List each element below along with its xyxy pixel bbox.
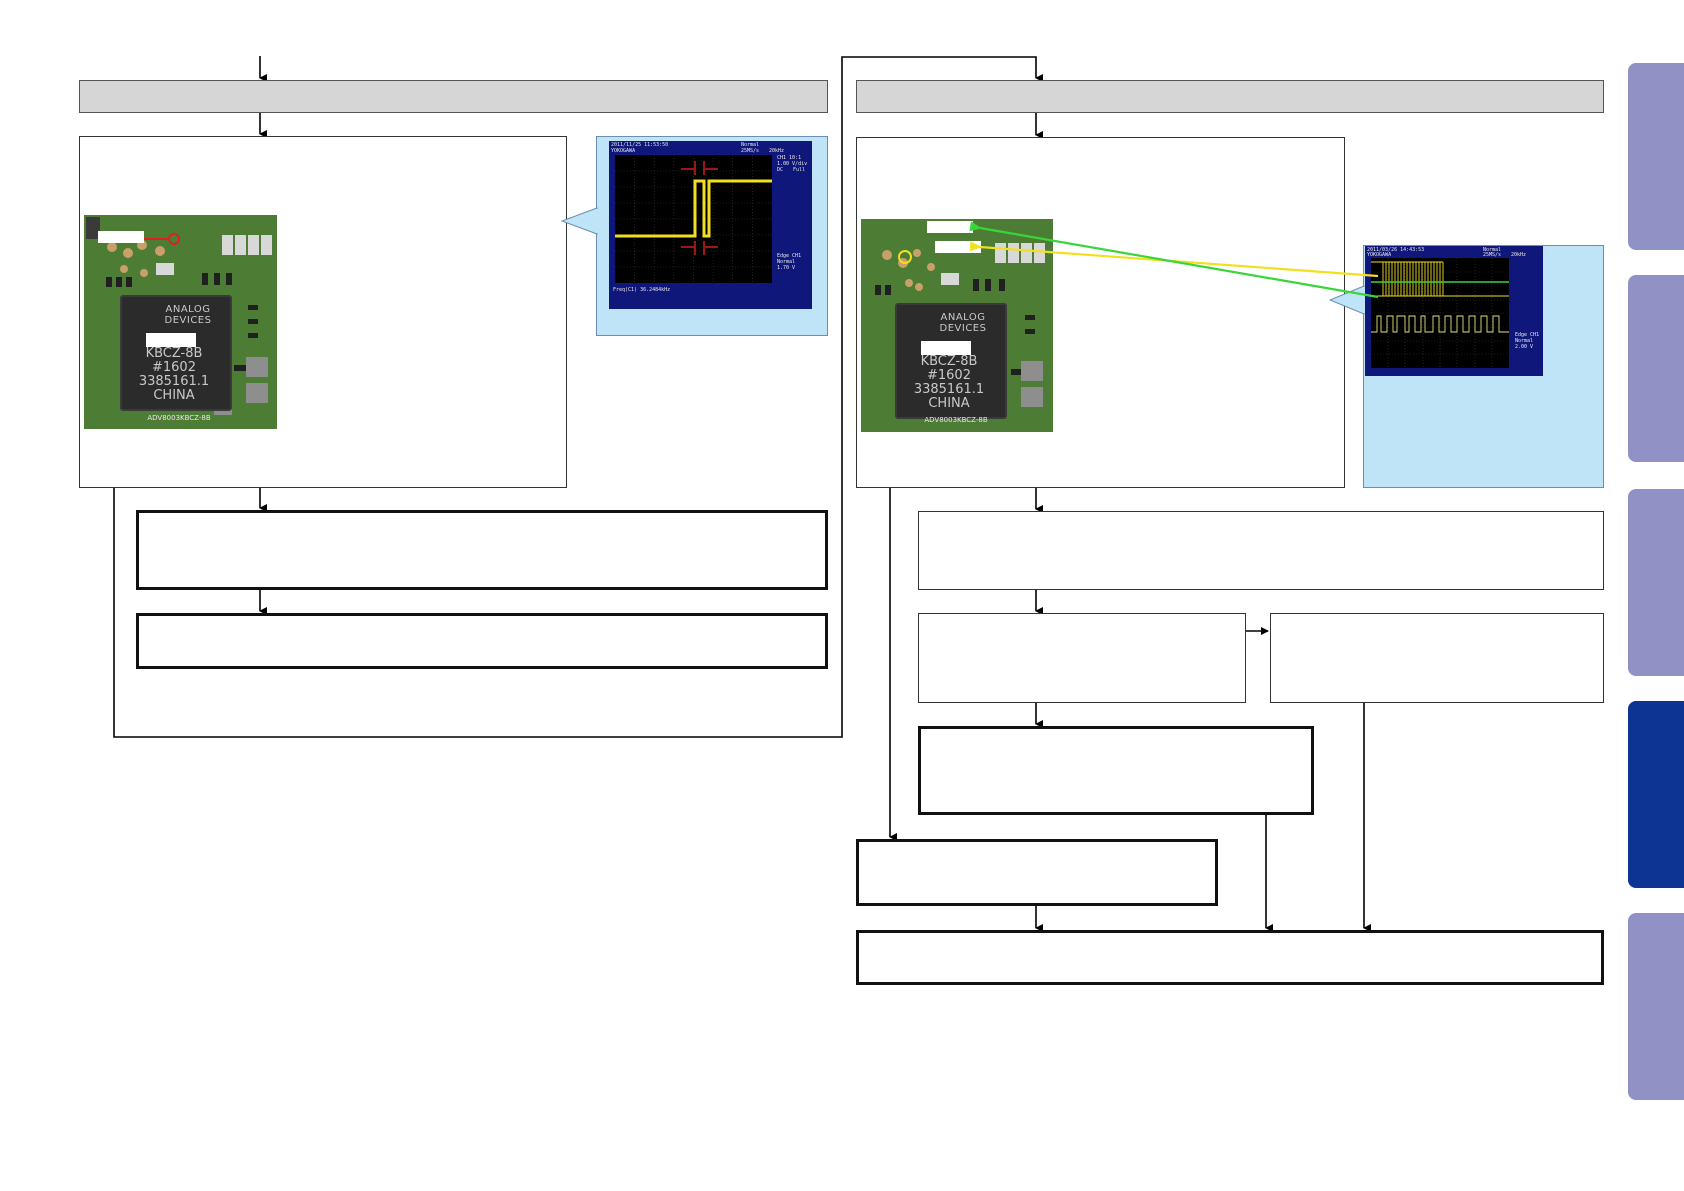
side-tab-5[interactable] xyxy=(1628,913,1684,1100)
side-tab-4-active[interactable] xyxy=(1628,701,1684,888)
right-scope-rate: 25MS/s xyxy=(1483,252,1502,258)
right-scope-screen: 2011/03/26 14:43:53 YOKOGAWA Normal 25MS… xyxy=(1365,246,1543,376)
side-tab-1[interactable] xyxy=(1628,63,1684,250)
right-scope-grid-and-traces xyxy=(1371,258,1509,368)
left-pcb-components xyxy=(86,217,272,415)
right-step-box xyxy=(918,511,1604,590)
right-scope-brand: YOKOGAWA xyxy=(1367,252,1392,258)
right-pcb-photo: ANALOG DEVICES KBCZ-8B #1602 3385161.1 C… xyxy=(861,219,1053,432)
right-scope-datetime: 2011/03/26 14:43:53 xyxy=(1367,247,1425,253)
right-scope-res: 20kHz xyxy=(1511,252,1527,258)
right-scope-trigger: Edge CH1 xyxy=(1515,332,1540,338)
right-dsp-chip: ANALOG DEVICES KBCZ-8B #1602 3385161.1 C… xyxy=(895,303,1007,419)
right-chip-line2: #1602 xyxy=(927,368,971,383)
right-bold-box xyxy=(918,726,1314,815)
left-scope-res: 20kHz xyxy=(769,148,785,154)
left-scope-triglevel: 1.70 V xyxy=(777,265,796,271)
left-pcb-marking: ADV8003KBCZ-8B xyxy=(147,414,211,422)
left-scope-brand: YOKOGAWA xyxy=(611,148,636,154)
left-chip-label-cover xyxy=(146,333,196,347)
left-pcb-photo: ANALOG DEVICES KBCZ-8B #1602 3385161.1 C… xyxy=(84,215,277,429)
left-dsp-chip: ANALOG DEVICES KBCZ-8B #1602 3385161.1 C… xyxy=(120,295,232,411)
left-scope-vdiv: 1.00 V/div xyxy=(777,161,808,167)
left-chip-line4: CHINA xyxy=(153,388,195,403)
right-chip-line3: 3385161.1 xyxy=(913,382,985,397)
side-tab-3[interactable] xyxy=(1628,489,1684,676)
left-scope-measurement: Freq(C1) 36.2484kHz xyxy=(613,287,671,293)
right-chip-line4: CHINA xyxy=(928,396,970,411)
left-scope-trigger: Edge CH1 xyxy=(777,253,802,259)
loop-left-to-right-header xyxy=(113,56,1043,738)
left-chip-brand: ANALOG DEVICES xyxy=(164,304,212,326)
left-scope-datetime: 2011/11/25 11:53:50 xyxy=(611,142,669,148)
left-scope-mode: Normal xyxy=(741,142,760,148)
right-split-right-box xyxy=(1270,613,1604,703)
right-lower-box xyxy=(856,839,1218,906)
right-scope-triglevel: 2.00 V xyxy=(1515,344,1534,350)
right-chip-brand: ANALOG DEVICES xyxy=(939,312,987,334)
right-step-header xyxy=(856,80,1604,113)
left-result-box-2 xyxy=(136,613,828,669)
left-chip-line3: 3385161.1 xyxy=(138,374,210,389)
left-scope-trigmode: Normal xyxy=(777,259,796,265)
right-chip-label-cover xyxy=(921,341,971,355)
left-chip-line2: #1602 xyxy=(152,360,196,375)
right-scope-mode: Normal xyxy=(1483,247,1502,253)
left-chip-line1: KBCZ-8B xyxy=(145,346,203,361)
right-split-left-box xyxy=(918,613,1246,703)
left-step-header xyxy=(79,80,828,113)
right-pcb-marking: ADV8003KBCZ-8B xyxy=(924,416,988,424)
left-scope-rate: 25MS/s xyxy=(741,148,760,154)
right-final-box xyxy=(856,930,1604,985)
left-scope-grid-and-trace xyxy=(615,155,772,283)
left-scope-bw: Full xyxy=(793,167,806,173)
left-scope-coupling: DC xyxy=(777,167,784,173)
side-tab-2[interactable] xyxy=(1628,275,1684,462)
left-result-box-1 xyxy=(136,510,828,590)
right-chip-line1: KBCZ-8B xyxy=(920,354,978,369)
left-scope-ch: CH1 10:1 xyxy=(777,155,802,161)
right-scope-trigmode: Normal xyxy=(1515,338,1534,344)
left-scope-screen: 2011/11/25 11:53:50 YOKOGAWA Normal 25MS… xyxy=(609,141,812,309)
